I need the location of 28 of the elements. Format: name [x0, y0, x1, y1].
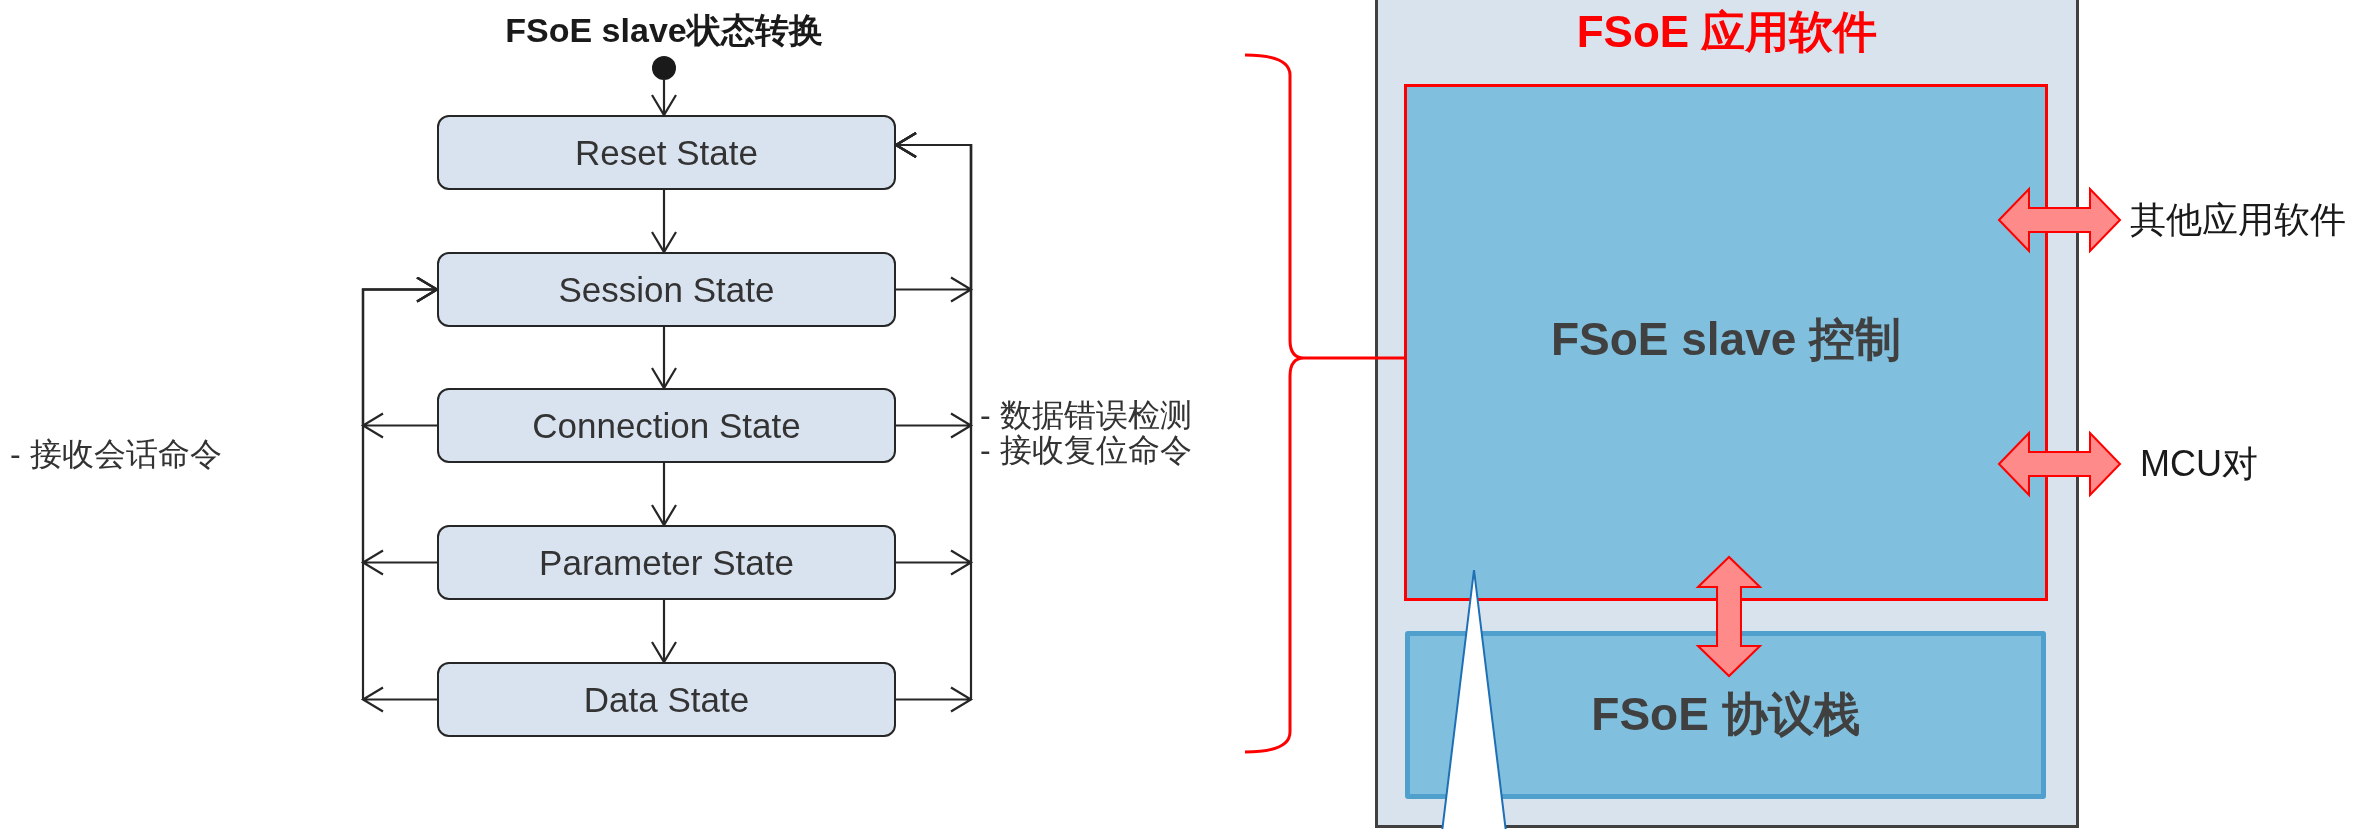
control-block: FSoE slave 控制: [1404, 84, 2048, 601]
note-text: - 接收复位命令: [980, 432, 1192, 468]
state-box: Data State: [437, 662, 896, 737]
arrow: [650, 327, 678, 390]
arrow: [650, 600, 678, 664]
stack-block: FSoE 协议栈: [1405, 631, 2046, 799]
connector-line: [1304, 356, 1404, 360]
diagram-title: FSoE slave状态转换: [504, 10, 824, 51]
arrow: [650, 80, 678, 117]
state-box: Reset State: [437, 115, 896, 190]
state-box: Connection State: [437, 388, 896, 463]
arrow: [894, 131, 974, 713]
interface-text: 其他应用软件: [2130, 196, 2360, 244]
block-heading: FSoE 应用软件: [1575, 6, 1879, 58]
arrow: [650, 190, 678, 254]
software-block: [1375, 0, 2079, 828]
note-text: - 数据错误检测: [980, 397, 1192, 433]
note-text: - 接收会话命令: [10, 436, 222, 472]
state-box: Session State: [437, 252, 896, 327]
double-arrow: [1997, 186, 2122, 254]
start-dot: [652, 56, 676, 80]
double-arrow: [1695, 555, 1763, 678]
bracket: [1243, 53, 1306, 754]
arrow: [650, 463, 678, 527]
state-box: Parameter State: [437, 525, 896, 600]
interface-text: MCU对: [2140, 440, 2290, 488]
arrow: [360, 276, 439, 713]
double-arrow: [1997, 430, 2122, 498]
